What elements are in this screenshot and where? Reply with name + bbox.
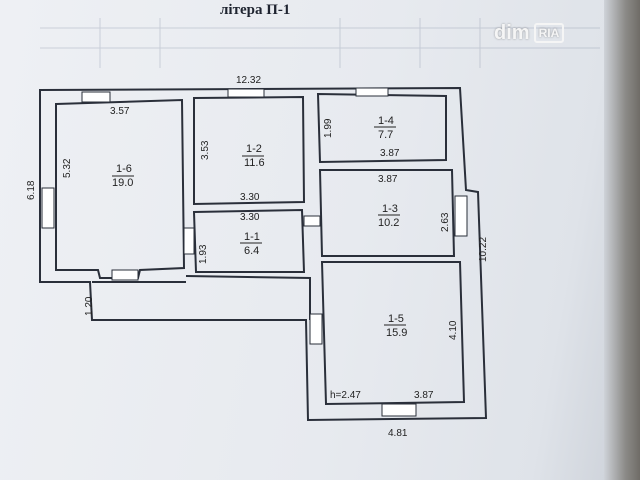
room-1-2-dim-a: 3.53: [200, 140, 211, 160]
overall-left-dim: 6.18: [26, 180, 37, 200]
room-1-4-dim-b: 3.87: [380, 148, 400, 159]
room-1-4-dim-a: 1.99: [323, 118, 334, 138]
room-1-4-id: 1-4: [378, 115, 394, 127]
porch-dim: 1.20: [84, 296, 95, 316]
room-1-6-id: 1-6: [116, 163, 132, 175]
room-1-1-id: 1-1: [244, 231, 260, 243]
overall-bottom-dim: 4.81: [388, 428, 408, 439]
ceiling-height-label: h=2.47: [330, 390, 361, 401]
page-title: літера П-1: [220, 2, 291, 18]
room-1-1-area: 6.4: [244, 245, 259, 257]
room-1-6-area: 19.0: [112, 177, 133, 189]
room-1-5-id: 1-5: [388, 313, 404, 325]
room-1-1-dim-a: 3.30: [240, 212, 260, 223]
room-1-4-area: 7.7: [378, 129, 393, 141]
paper-edge-shadow: [604, 0, 640, 480]
room-1-1-dim-b: 1.93: [198, 244, 209, 264]
watermark-logo: dim RIA: [494, 16, 604, 50]
overall-top-dim: 12.32: [236, 75, 261, 86]
room-1-3-area: 10.2: [378, 217, 399, 229]
overall-right-dim: 10.22: [478, 237, 489, 262]
room-1-5-dim-b: 3.87: [414, 390, 434, 401]
room-1-6-dim-a: 3.57: [110, 106, 130, 117]
room-1-2-dim-b: 3.30: [240, 192, 260, 203]
room-1-2-id: 1-2: [246, 143, 262, 155]
watermark-brand: dim: [494, 21, 530, 44]
room-1-3-dim-a: 3.87: [378, 174, 398, 185]
room-1-5-dim-a: 4.10: [448, 320, 459, 340]
table-ghost: [40, 18, 600, 68]
room-1-6-dim-b: 5.32: [62, 158, 73, 178]
room-1-5-area: 15.9: [386, 327, 407, 339]
watermark-badge: RIA: [533, 23, 565, 43]
room-1-3-dim-b: 2.63: [440, 212, 451, 232]
room-1-3-id: 1-3: [382, 203, 398, 215]
room-1-2-area: 11.6: [244, 157, 265, 169]
